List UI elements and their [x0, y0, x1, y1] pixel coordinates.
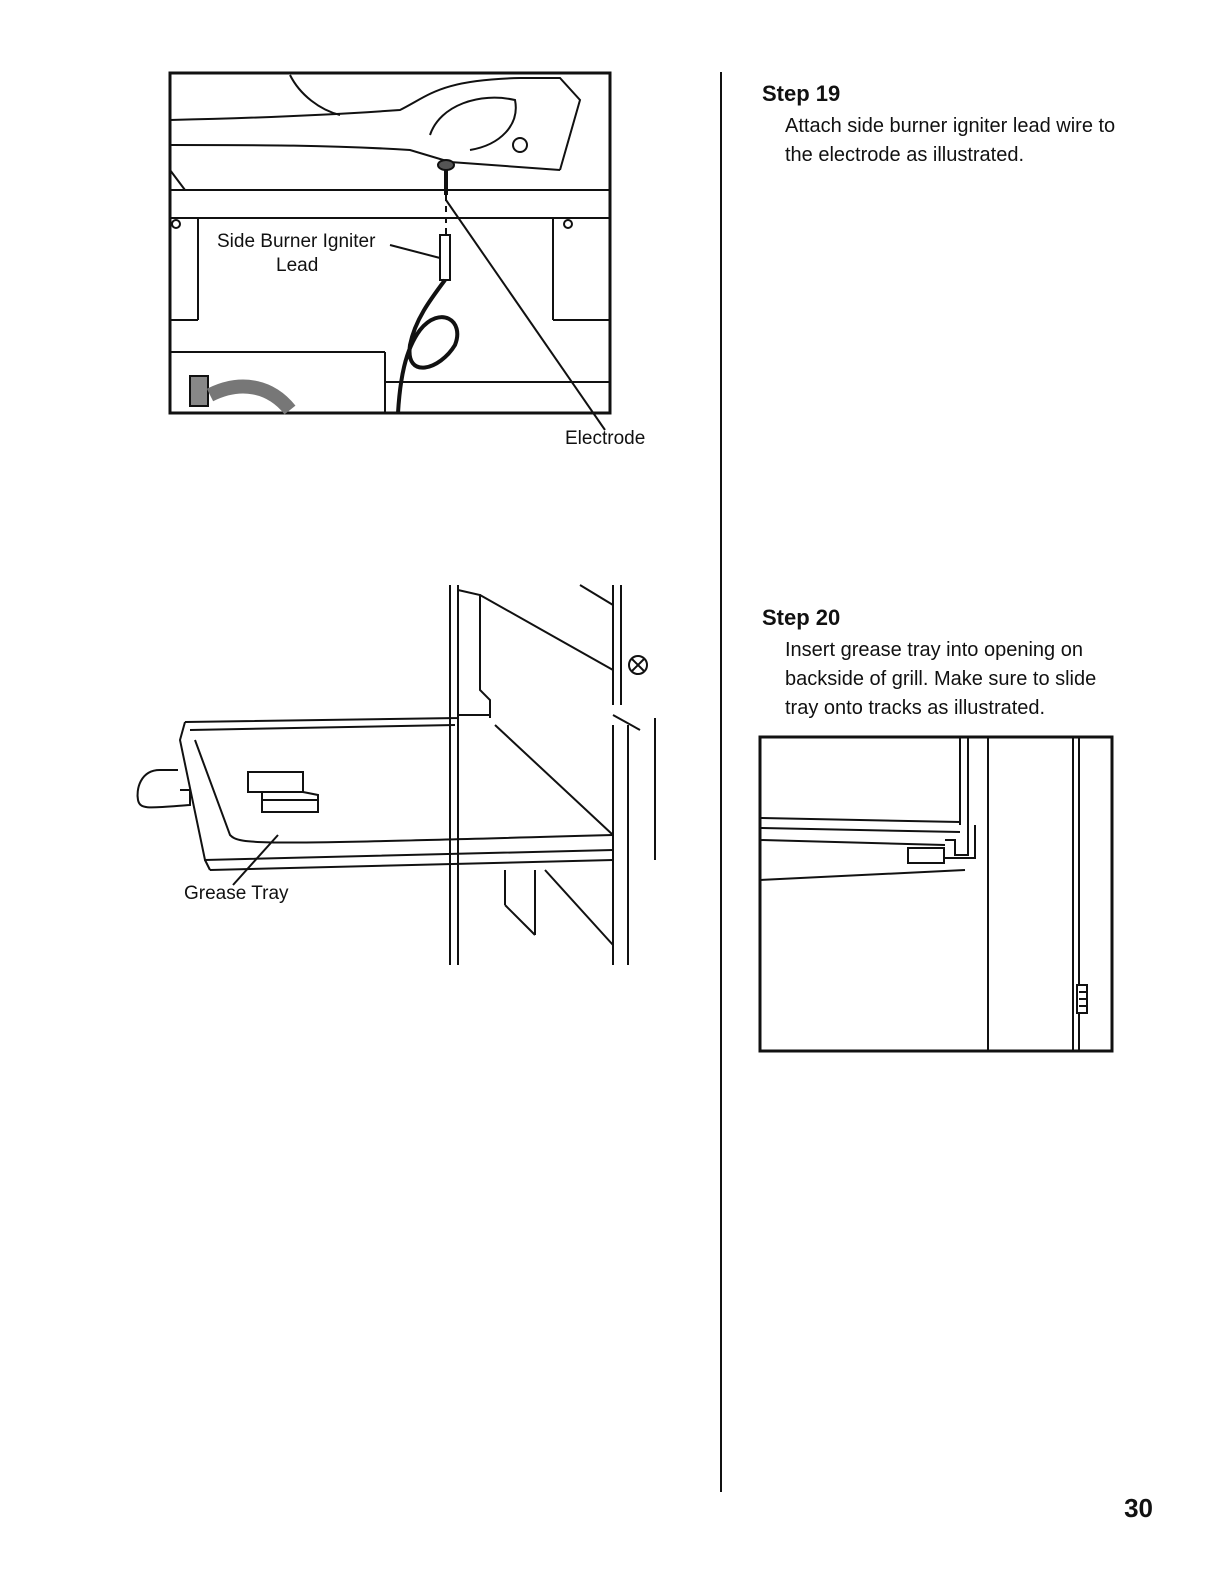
step-20-text: Insert grease tray into opening on backs… [785, 636, 1130, 723]
page-number: 30 [1124, 1493, 1153, 1524]
step-20-title: Step 20 [762, 605, 840, 631]
step-19-title: Step 19 [762, 81, 840, 107]
step-19-text: Attach side burner igniter lead wire to … [785, 112, 1125, 170]
